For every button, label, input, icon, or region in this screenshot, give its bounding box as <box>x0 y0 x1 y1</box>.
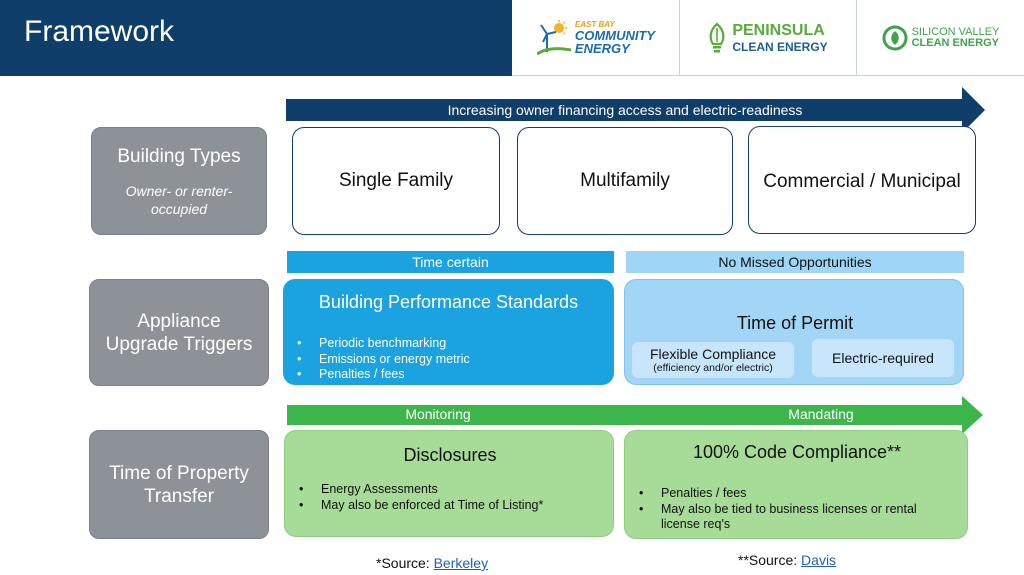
row-label-text: Time of Property Transfer <box>109 462 249 507</box>
source-prefix: *Source: <box>376 555 434 571</box>
code-compliance-title: 100% Code Compliance** <box>692 442 902 462</box>
davis-link[interactable]: Davis <box>801 552 837 568</box>
row-sublabel-text: Owner- or renter-occupied <box>125 182 233 217</box>
svce-logo: SILICON VALLEY CLEAN ENERGY <box>857 0 1024 76</box>
bullet-item: May also be enforced at Time of Listing* <box>297 498 543 514</box>
logo-text: ENERGY <box>574 41 630 56</box>
bps-title: Building Performance Standards <box>318 292 579 312</box>
type-box-multifamily: Multifamily <box>517 127 733 235</box>
wind-turbine-sun-icon <box>536 20 571 56</box>
code-compliance-bullets: Penalties / fees May also be tied to bus… <box>637 486 947 533</box>
logo-text: EAST BAY <box>574 20 615 29</box>
page-title: Framework <box>24 15 175 48</box>
bps-bullets: Periodic benchmarking Emissions or energ… <box>295 336 470 383</box>
bps-box: Building Performance Standards Periodic … <box>283 279 614 385</box>
bullet-item: Periodic benchmarking <box>295 336 470 352</box>
top-arrow: Increasing owner financing access and el… <box>286 99 964 121</box>
swirl-leaf-icon <box>882 25 908 51</box>
bullet-item: Energy Assessments <box>297 482 543 498</box>
code-compliance-box: 100% Code Compliance** Penalties / fees … <box>624 430 968 539</box>
logo-text: SILICON VALLEY <box>911 26 1000 38</box>
type-label: Commercial / Municipal <box>763 171 961 192</box>
logo-strip <box>512 0 1024 76</box>
pce-logo: PENINSULA CLEAN ENERGY <box>680 0 856 76</box>
strip-label: Time certain <box>412 254 489 270</box>
top-arrow-label: Increasing owner financing access and el… <box>447 102 803 118</box>
mid-arrow-right-label: Mandating <box>788 406 854 422</box>
bullet-item: May also be tied to business licenses or… <box>637 502 947 533</box>
pill-title: Electric-required <box>832 350 934 366</box>
logo-text: COMMUNITY <box>574 28 656 43</box>
strip-no-missed: No Missed Opportunities <box>626 251 964 273</box>
top-arrow-head <box>962 87 985 133</box>
leaf-bulb-icon <box>709 22 725 53</box>
source-berkeley: *Source: Berkeley <box>376 555 488 571</box>
logo-text: PENINSULA <box>732 22 825 39</box>
header-bar <box>0 0 512 76</box>
strip-label: No Missed Opportunities <box>718 254 872 270</box>
berkeley-link[interactable]: Berkeley <box>433 555 489 571</box>
type-label: Single Family <box>338 170 454 191</box>
row-label-text: Appliance Upgrade Triggers <box>105 310 253 355</box>
permit-title: Time of Permit <box>736 313 854 333</box>
mid-arrow-head <box>962 396 983 434</box>
row-label-text: Building Types <box>117 145 241 167</box>
source-prefix: **Source: <box>738 552 802 568</box>
bullet-item: Penalties / fees <box>637 486 947 502</box>
mid-arrow <box>287 405 963 425</box>
disclosures-title: Disclosures <box>403 445 497 465</box>
strip-time-certain: Time certain <box>287 251 614 273</box>
permit-box: Time of Permit Flexible Compliance (effi… <box>624 279 964 385</box>
disclosures-bullets: Energy Assessments May also be enforced … <box>297 482 543 513</box>
bullet-item: Emissions or energy metric <box>295 352 470 368</box>
electric-required-pill: Electric-required <box>812 339 954 377</box>
flexible-compliance-pill: Flexible Compliance (efficiency and/or e… <box>632 342 794 378</box>
type-box-commercial: Commercial / Municipal <box>748 126 976 234</box>
row-label-appliance-triggers: Appliance Upgrade Triggers <box>89 279 269 386</box>
logo-divider <box>856 0 857 76</box>
mid-arrow-left-label: Monitoring <box>405 406 471 422</box>
logo-text: CLEAN ENERGY <box>911 37 999 49</box>
pill-sub: (efficiency and/or electric) <box>653 362 773 374</box>
source-davis: **Source: Davis <box>738 552 836 568</box>
disclosures-box: Disclosures Energy Assessments May also … <box>284 430 614 537</box>
ebce-logo: EAST BAY COMMUNITY ENERGY <box>513 0 679 76</box>
type-label: Multifamily <box>580 170 670 191</box>
type-box-single-family: Single Family <box>292 127 500 235</box>
logo-divider <box>679 0 680 76</box>
bullet-item: Penalties / fees <box>295 367 470 383</box>
logo-text: CLEAN ENERGY <box>732 40 828 54</box>
pill-title: Flexible Compliance <box>649 346 777 362</box>
row-label-building-types: Building Types Owner- or renter-occupied <box>91 127 267 235</box>
row-label-property-transfer: Time of Property Transfer <box>89 430 269 539</box>
